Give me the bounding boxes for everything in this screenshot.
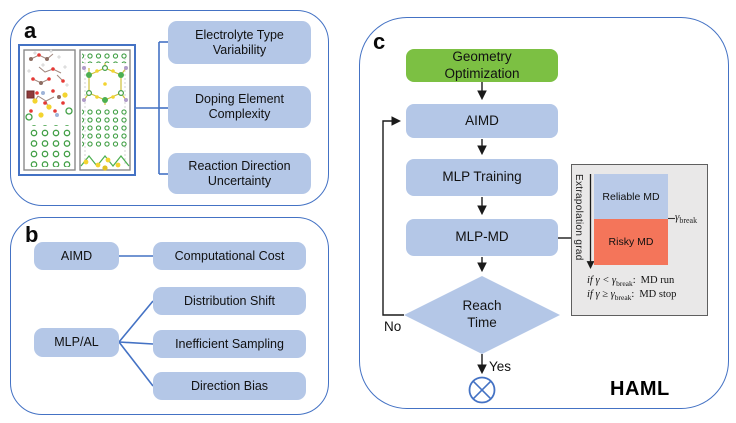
end-terminal-icon (468, 376, 496, 404)
step-geometry-optimization: Geometry Optimization (406, 49, 558, 82)
step-mlp-md: MLP-MD (406, 219, 558, 256)
issue-distribution-shift: Distribution Shift (153, 287, 306, 315)
panel-c: c Geometry (359, 17, 729, 409)
rule-md-run: if γ < γbreak:MD run (587, 275, 675, 289)
zone-reliable-md: Reliable MD (594, 174, 668, 219)
molecular-structure-image (18, 44, 136, 176)
step-mlp-training: MLP Training (406, 159, 558, 196)
branch-yes-label: Yes (489, 359, 512, 374)
panel-a: a (10, 10, 329, 206)
method-aimd: AIMD (34, 242, 119, 270)
inset-rules: if γ < γbreak:MD run if γ ≥ γbreak:MD st… (587, 275, 676, 303)
step-aimd: AIMD (406, 104, 558, 138)
issue-computational-cost: Computational Cost (153, 242, 306, 270)
issue-direction-bias: Direction Bias (153, 372, 306, 400)
panel-b: b AIMD Computational Cost MLP/AL Distrib… (10, 217, 329, 415)
panel-c-label: c (373, 29, 386, 54)
workflow-name: HAML (610, 378, 670, 400)
rule-md-stop: if γ ≥ γbreak:MD stop (587, 288, 677, 303)
issue-inefficient-sampling: Inefficient Sampling (153, 330, 306, 358)
challenge-doping-complexity: Doping Element Complexity (168, 86, 311, 128)
threshold-gamma-break: γbreak (675, 211, 698, 226)
panel-a-label: a (24, 18, 37, 43)
panel-b-label: b (25, 222, 39, 247)
challenge-electrolyte-variability: Electrolyte Type Variability (168, 21, 311, 64)
branch-no-label: No (384, 319, 402, 334)
decision-reach-time: Reach Time (404, 276, 560, 354)
challenge-reaction-uncertainty: Reaction Direction Uncertainty (168, 153, 311, 194)
method-mlp-al: MLP/AL (34, 328, 119, 357)
zone-risky-md: Risky MD (594, 219, 668, 265)
extrapolation-inset: Extrapolation grad Reliable MD Risky MD … (571, 164, 708, 316)
inset-axis-label: Extrapolation grad (573, 174, 584, 261)
